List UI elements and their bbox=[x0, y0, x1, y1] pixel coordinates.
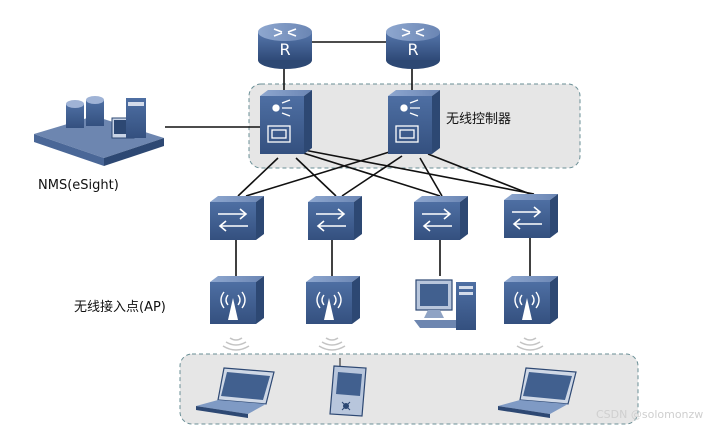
switch-icon bbox=[210, 196, 264, 240]
wifi-signal-icon bbox=[222, 337, 250, 351]
link-c1-s4 bbox=[303, 149, 535, 195]
link-c2-s1 bbox=[245, 149, 397, 197]
router-label: R bbox=[279, 40, 290, 59]
wifi-signal-icon bbox=[318, 337, 346, 351]
switch-icon bbox=[504, 194, 558, 238]
laptop-icon bbox=[498, 367, 577, 418]
link-c2-s3 bbox=[419, 157, 443, 197]
links bbox=[165, 41, 535, 276]
access-point-icon bbox=[306, 276, 360, 324]
pc-icon bbox=[414, 279, 476, 330]
access-point-label: 无线接入点(AP) bbox=[74, 300, 166, 315]
access-point-icon bbox=[210, 276, 264, 324]
wireless-controller-label: 无线控制器 bbox=[446, 112, 512, 127]
switch-icon bbox=[414, 196, 468, 240]
link-c1-s2 bbox=[295, 157, 337, 197]
link-c1-s3 bbox=[299, 151, 441, 197]
router-icon: R bbox=[258, 23, 312, 69]
link-c2-s4 bbox=[427, 153, 531, 195]
watermark: CSDN @solomonzw bbox=[596, 408, 704, 421]
wireless-controller-icon bbox=[388, 90, 440, 154]
wireless-controller-icon bbox=[260, 90, 312, 154]
pda-icon bbox=[329, 358, 367, 417]
wifi-signal-icon bbox=[516, 337, 544, 351]
access-point-icon bbox=[504, 276, 558, 324]
router-icon: R bbox=[386, 23, 440, 69]
server-icon bbox=[34, 96, 164, 166]
nms-label: NMS(eSight) bbox=[38, 178, 119, 193]
router-label: R bbox=[407, 40, 418, 59]
laptop-icon bbox=[196, 367, 275, 418]
link-c1-s1 bbox=[237, 157, 279, 197]
switch-icon bbox=[308, 196, 362, 240]
link-c2-s2 bbox=[341, 155, 403, 197]
